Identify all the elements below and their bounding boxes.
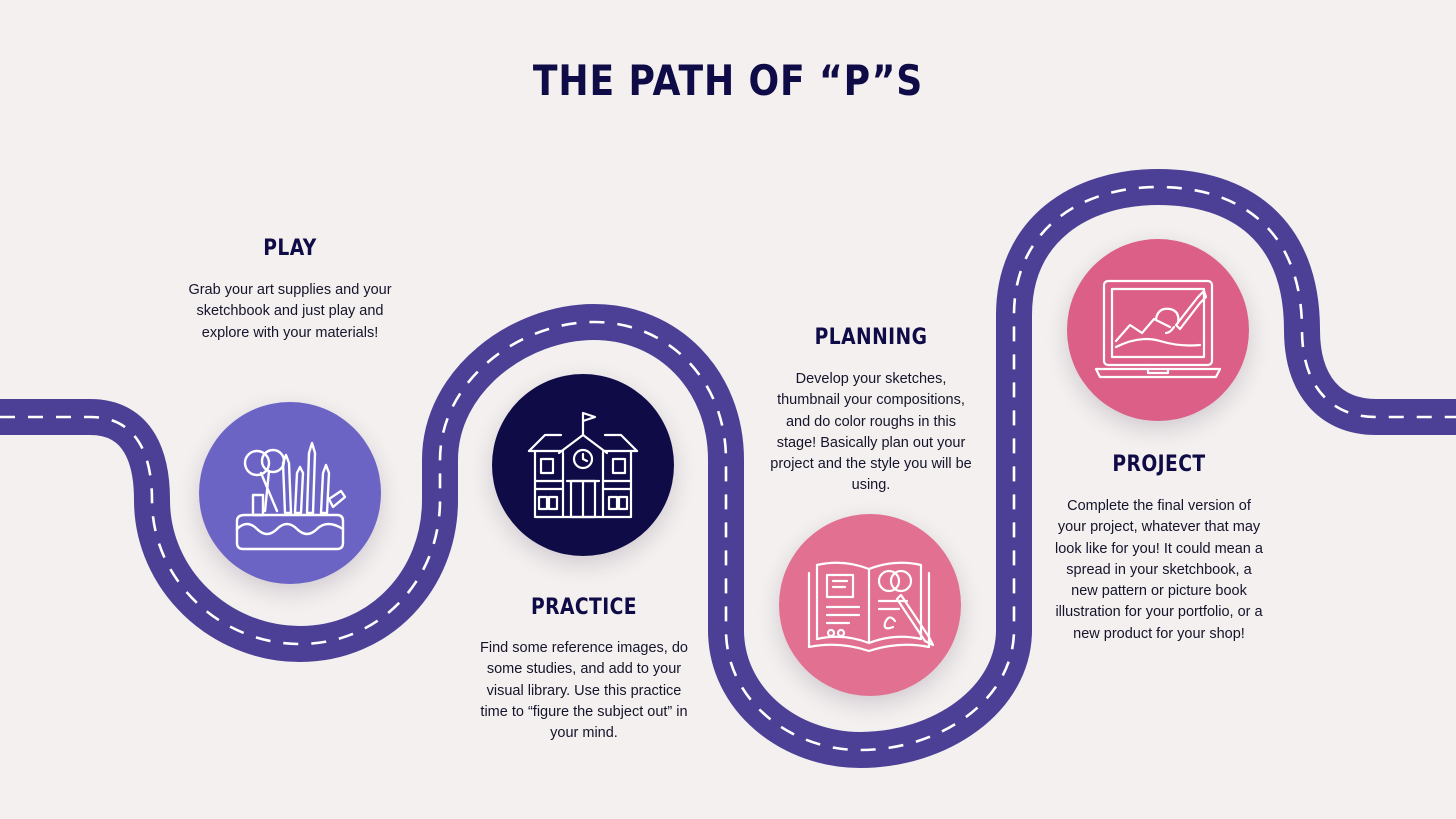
step-heading-practice: PRACTICE [531, 595, 637, 620]
step-heading-project: PROJECT [1112, 452, 1206, 477]
step-description-practice: Find some reference images, do some stud… [480, 640, 688, 742]
step-description-play: Grab your art supplies and your sketchbo… [188, 282, 392, 341]
school-building-icon [527, 411, 639, 519]
step-circle-project [1067, 239, 1249, 421]
step-description-planning: Develop your sketches, thumbnail your co… [770, 371, 972, 494]
step-heading-planning: PLANNING [814, 325, 928, 350]
road-center-dashes [0, 185, 1456, 752]
step-circle-play [199, 402, 381, 584]
laptop-painting-icon [1094, 279, 1222, 379]
page-title: THE PATH OF “P”S [532, 56, 924, 105]
open-book-pen-icon [807, 561, 935, 653]
step-circle-planning [779, 514, 961, 696]
step-heading-play: PLAY [263, 236, 317, 261]
pencil-cup-icon [235, 441, 347, 551]
step-circle-practice [492, 374, 674, 556]
step-description-project: Complete the final version of your proje… [1055, 498, 1263, 642]
